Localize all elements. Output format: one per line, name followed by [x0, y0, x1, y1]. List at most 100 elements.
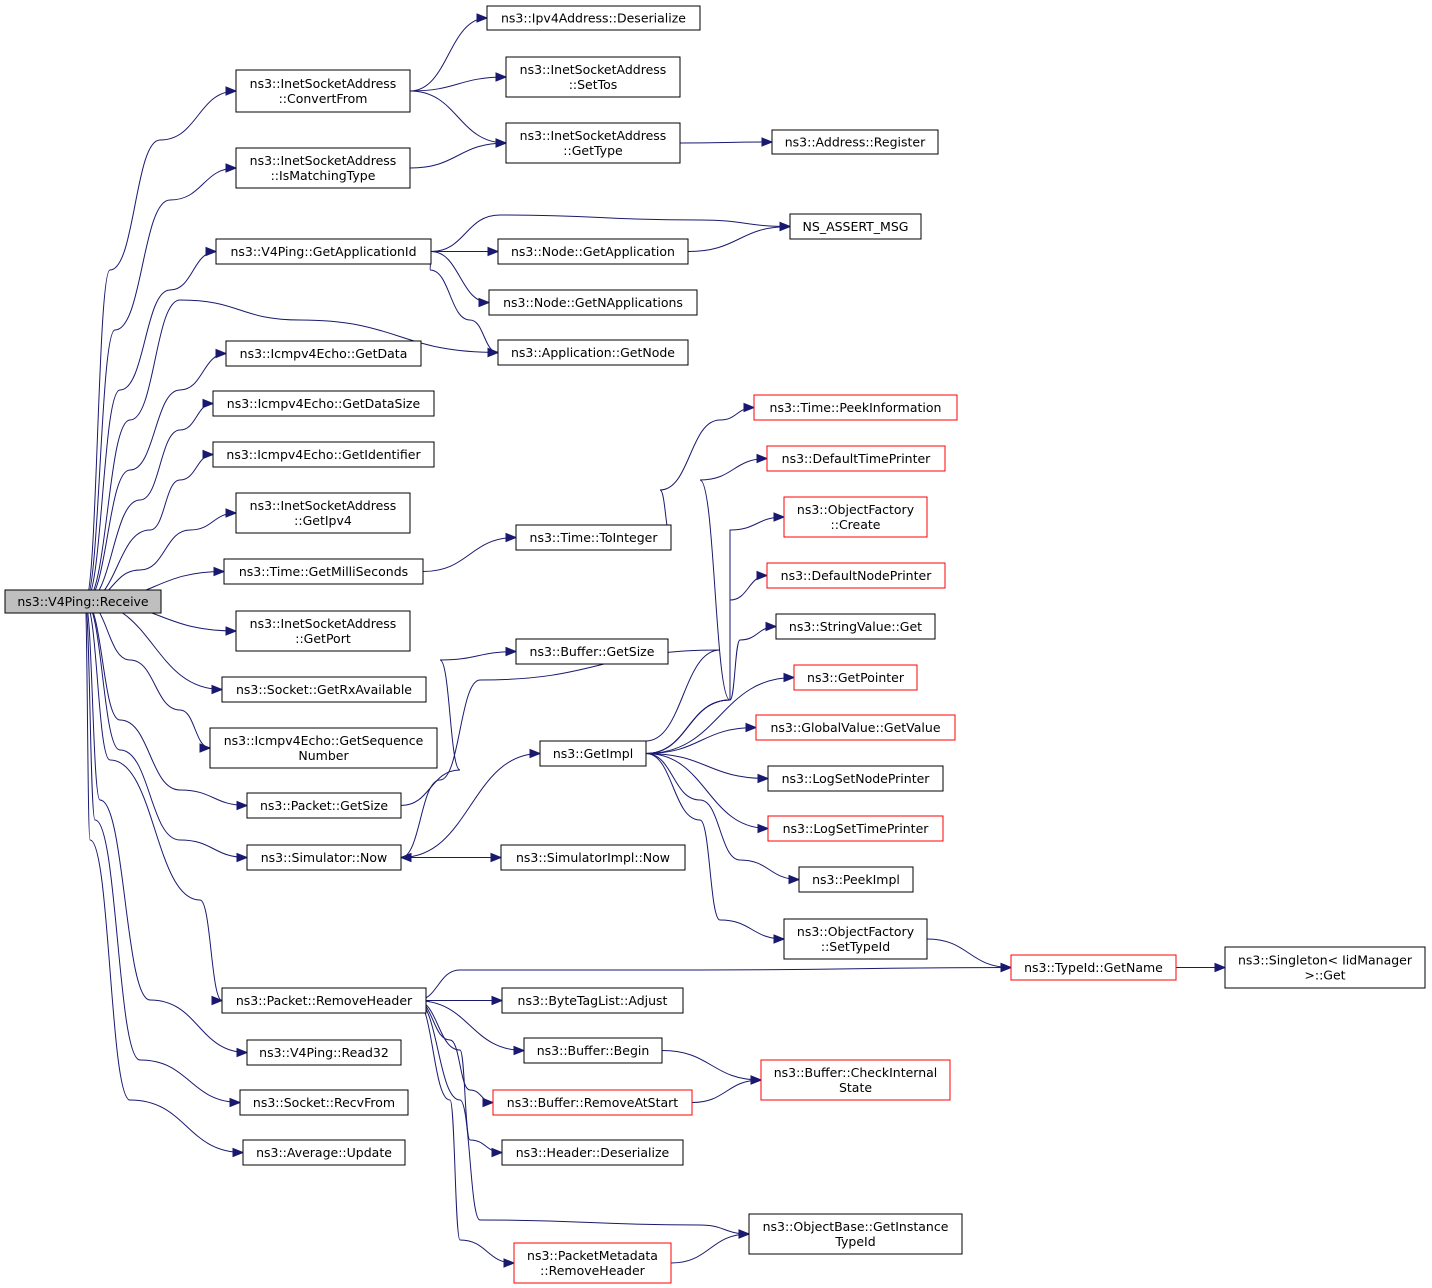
node-sock-rxavail[interactable]: ns3::Socket::GetRxAvailable: [221, 676, 427, 703]
node-app-getnode[interactable]: ns3::Application::GetNode: [497, 339, 689, 366]
node-label: ns3::GlobalValue::GetValue: [770, 720, 940, 735]
node-simimpl-now[interactable]: ns3::SimulatorImpl::Now: [500, 844, 686, 871]
node-layer: ns3::V4Ping::Receivens3::InetSocketAddre…: [4, 5, 1426, 1284]
node-ipv4-deser[interactable]: ns3::Ipv4Address::Deserialize: [486, 5, 701, 31]
node-pkt-getsize[interactable]: ns3::Packet::GetSize: [246, 792, 402, 819]
node-label: ns3::InetSocketAddress: [250, 498, 397, 513]
edge-of_settype-to-typeid_getname: [926, 938, 1013, 973]
node-label: ::SetTypeId: [821, 939, 890, 954]
node-icmp-getdata[interactable]: ns3::Icmpv4Echo::GetData: [225, 340, 422, 367]
node-pkt-removeheader[interactable]: ns3::Packet::RemoveHeader: [221, 987, 427, 1014]
node-label: ns3::TypeId::GetName: [1024, 960, 1163, 975]
node-getimpl[interactable]: ns3::GetImpl: [539, 740, 647, 767]
edge-root-to-pkt_getsize: [84, 601, 249, 811]
node-root[interactable]: ns3::V4Ping::Receive: [4, 589, 162, 614]
node-peekimpl[interactable]: ns3::PeekImpl: [798, 866, 914, 893]
node-btl-adjust[interactable]: ns3::ByteTagList::Adjust: [501, 987, 684, 1014]
node-label: ns3::Icmpv4Echo::GetIdentifier: [226, 447, 421, 462]
node-isa-settos[interactable]: ns3::InetSocketAddress::SetTos: [505, 56, 681, 98]
node-typeid-getname[interactable]: ns3::TypeId::GetName: [1010, 954, 1177, 981]
node-of-create[interactable]: ns3::ObjectFactory::Create: [783, 496, 928, 538]
node-label: ns3::StringValue::Get: [789, 619, 922, 634]
node-pm-removeheader[interactable]: ns3::PacketMetadata::RemoveHeader: [513, 1242, 672, 1284]
node-log-node[interactable]: ns3::LogSetNodePrinter: [767, 765, 944, 792]
node-label: ns3::Packet::RemoveHeader: [236, 993, 413, 1008]
node-label: ::GetPort: [295, 631, 351, 646]
node-icmp-getdatasize[interactable]: ns3::Icmpv4Echo::GetDataSize: [212, 390, 435, 417]
node-sim-now[interactable]: ns3::Simulator::Now: [246, 844, 402, 871]
node-sv-get[interactable]: ns3::StringValue::Get: [775, 613, 936, 640]
node-addr-reg[interactable]: ns3::Address::Register: [771, 129, 939, 155]
edge-pkt_removeheader-to-btl_adjust: [416, 995, 504, 1006]
edge-root-to-pkt_removeheader: [84, 601, 224, 1006]
node-label: ns3::Time::GetMilliSeconds: [239, 564, 408, 579]
node-label: ns3::InetSocketAddress: [250, 616, 397, 631]
node-default-time[interactable]: ns3::DefaultTimePrinter: [766, 445, 946, 472]
node-label: ns3::ByteTagList::Adjust: [518, 993, 668, 1008]
node-buf-begin[interactable]: ns3::Buffer::Begin: [523, 1037, 663, 1064]
node-ns-assert[interactable]: NS_ASSERT_MSG: [789, 213, 922, 240]
edge-isa_convert-to-isa_gettype: [409, 90, 508, 148]
node-isa-convert[interactable]: ns3::InetSocketAddress::ConvertFrom: [235, 69, 411, 113]
node-label: ::GetType: [563, 143, 623, 158]
edge-pkt_getsize-to-buf_getsize: [400, 646, 518, 806]
node-node-getapp[interactable]: ns3::Node::GetApplication: [497, 238, 689, 265]
node-icmp-getid[interactable]: ns3::Icmpv4Echo::GetIdentifier: [212, 441, 435, 468]
node-label: ns3::ObjectBase::GetInstance: [763, 1219, 949, 1234]
node-time-peek[interactable]: ns3::Time::PeekInformation: [753, 394, 958, 421]
node-log-time[interactable]: ns3::LogSetTimePrinter: [767, 815, 944, 842]
node-label: ::SetTos: [569, 77, 618, 92]
edge-root-to-icmp_getseq: [84, 601, 212, 753]
node-hdr-deser[interactable]: ns3::Header::Deserialize: [501, 1139, 684, 1166]
node-label: ns3::Buffer::Begin: [537, 1043, 650, 1058]
node-label: ns3::Packet::GetSize: [260, 798, 388, 813]
node-buf-removeatstart[interactable]: ns3::Buffer::RemoveAtStart: [492, 1089, 693, 1116]
edge-getimpl-to-sv_get: [645, 621, 778, 754]
edge-root-to-v4_getappid: [84, 246, 218, 602]
node-time-getms[interactable]: ns3::Time::GetMilliSeconds: [223, 558, 424, 585]
node-label: ns3::Buffer::GetSize: [530, 644, 655, 659]
node-buf-getsize[interactable]: ns3::Buffer::GetSize: [515, 638, 669, 665]
node-label: ::Create: [831, 517, 881, 532]
node-label: ns3::Icmpv4Echo::GetDataSize: [227, 396, 421, 411]
node-label: ns3::ObjectFactory: [797, 502, 915, 517]
node-getpointer[interactable]: ns3::GetPointer: [793, 664, 918, 691]
node-v4-read32[interactable]: ns3::V4Ping::Read32: [246, 1039, 402, 1066]
node-avg-update[interactable]: ns3::Average::Update: [242, 1139, 406, 1166]
edge-sim_now-to-getimpl: [400, 748, 542, 858]
node-isa-gettype[interactable]: ns3::InetSocketAddress::GetType: [505, 122, 681, 164]
node-default-node[interactable]: ns3::DefaultNodePrinter: [766, 562, 946, 589]
node-label: ns3::Time::ToInteger: [530, 530, 659, 545]
edge-getimpl-to-default_time: [645, 453, 769, 754]
edge-root-to-sim_now: [84, 601, 249, 863]
node-v4-getappid[interactable]: ns3::V4Ping::GetApplicationId: [215, 238, 432, 265]
node-isa-getipv4[interactable]: ns3::InetSocketAddress::GetIpv4: [235, 492, 411, 534]
node-label: ns3::Time::PeekInformation: [770, 400, 942, 415]
edge-pkt_removeheader-to-hdr_deser: [415, 1000, 504, 1158]
edge-time_toint-to-time_peek: [659, 402, 756, 538]
node-label: ns3::Buffer::CheckInternal: [774, 1065, 938, 1080]
edge-node_getapp-to-ns_assert: [687, 221, 792, 252]
node-label: ns3::Address::Register: [785, 135, 926, 150]
edge-isa_gettype-to-addr_reg: [679, 137, 774, 147]
node-node-getn[interactable]: ns3::Node::GetNApplications: [488, 289, 698, 316]
node-sock-recvfrom[interactable]: ns3::Socket::RecvFrom: [239, 1089, 409, 1116]
node-gv-getvalue[interactable]: ns3::GlobalValue::GetValue: [755, 714, 956, 741]
edge-pkt_removeheader-to-ob_getinst: [415, 1000, 751, 1239]
node-time-toint[interactable]: ns3::Time::ToInteger: [515, 524, 672, 551]
node-of-settype[interactable]: ns3::ObjectFactory::SetTypeId: [783, 918, 928, 960]
node-isa-getport[interactable]: ns3::InetSocketAddress::GetPort: [235, 610, 411, 652]
node-label: ns3::Application::GetNode: [511, 345, 675, 360]
node-label: ::GetIpv4: [294, 513, 352, 528]
edge-layer: [84, 13, 1227, 1268]
node-label: ns3::Node::GetApplication: [511, 244, 675, 259]
edge-pm_removeheader-to-ob_getinst: [670, 1229, 751, 1264]
node-label: ns3::SimulatorImpl::Now: [516, 850, 670, 865]
node-singleton-get[interactable]: ns3::Singleton< IidManager>::Get: [1224, 946, 1426, 989]
node-label: ns3::Buffer::RemoveAtStart: [507, 1095, 679, 1110]
edge-root-to-icmp_getdata: [84, 348, 228, 602]
node-isa-match[interactable]: ns3::InetSocketAddress::IsMatchingType: [235, 147, 411, 189]
